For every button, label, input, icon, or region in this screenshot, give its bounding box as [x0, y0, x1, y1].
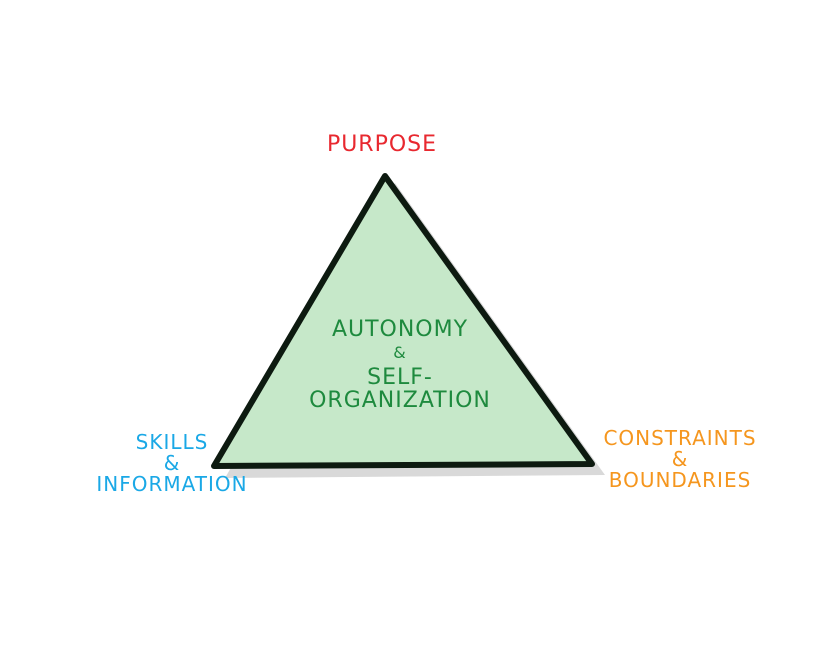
center-label-autonomy: AUTONOMY & SELF-ORGANIZATION [266, 318, 534, 412]
ampersand-text: & [671, 447, 689, 471]
ampersand-text: & [163, 451, 181, 475]
triangle-fill [211, 173, 595, 469]
apex-label-purpose: PURPOSE [322, 133, 442, 156]
purpose-text: PURPOSE [326, 132, 438, 157]
corner-label-constraints-boundaries: CONSTRAINTS & BOUNDARIES [595, 428, 765, 491]
self-organization-text: SELF-ORGANIZATION [266, 366, 534, 412]
autonomy-text: AUTONOMY [321, 318, 479, 341]
skills-text: SKILLS [135, 430, 209, 454]
corner-label-skills-information: SKILLS & INFORMATION [92, 432, 252, 495]
constraints-text: CONSTRAINTS [603, 426, 757, 450]
ampersand-text: & [393, 343, 407, 363]
information-text: INFORMATION [96, 472, 248, 496]
boundaries-text: BOUNDARIES [608, 468, 752, 492]
